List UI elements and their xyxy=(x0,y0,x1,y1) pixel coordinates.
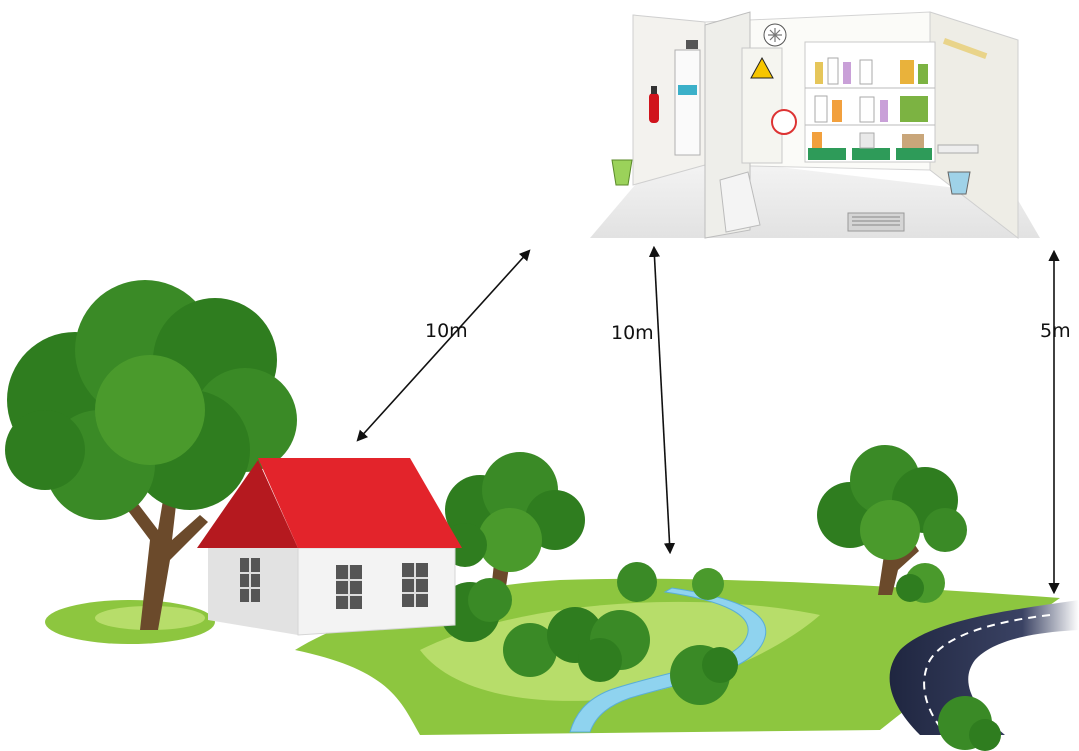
fire-extinguisher xyxy=(649,93,659,123)
tree-middle xyxy=(443,452,585,600)
chemical-storage-room xyxy=(590,12,1040,238)
distance-arrow-house: 10m xyxy=(358,251,529,440)
no-smoking-sign xyxy=(772,110,796,134)
distance-label-stream: 10m xyxy=(611,322,654,344)
chemical-shelving xyxy=(805,42,935,162)
house-window xyxy=(240,558,260,602)
house-front-wall xyxy=(298,548,455,635)
distance-label-road: 5m xyxy=(1040,320,1071,342)
distance-label-house: 10m xyxy=(425,320,468,342)
tree-right xyxy=(817,445,967,595)
floor-drain xyxy=(848,213,904,231)
house-window xyxy=(336,565,362,609)
house-window xyxy=(402,563,428,607)
distance-arrow-stream: 10m xyxy=(611,248,670,552)
distance-arrow-road: 5m xyxy=(1040,252,1071,592)
